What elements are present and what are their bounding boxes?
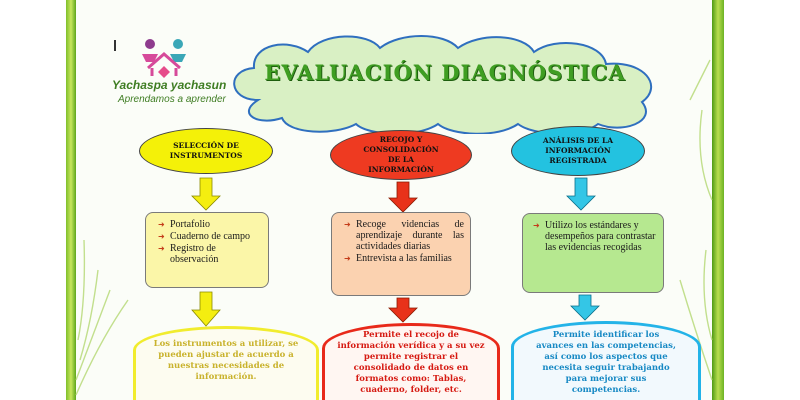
frame-right-border bbox=[712, 0, 724, 400]
list-item: Recoge videncias de aprendizaje durante … bbox=[344, 219, 464, 252]
instruments-conclusion: Los instrumentos a utilizar, se pueden a… bbox=[133, 326, 319, 400]
frame-left-border bbox=[66, 0, 76, 400]
list-item: Portafolio bbox=[158, 219, 262, 230]
list-item: Registro de observación bbox=[158, 243, 262, 265]
arrow-down-icon bbox=[566, 177, 596, 211]
logo-name: Yachaspa yachasun bbox=[112, 78, 227, 92]
instruments-list: Portafolio Cuaderno de campo Registro de… bbox=[158, 219, 262, 265]
instruments-box: Portafolio Cuaderno de campo Registro de… bbox=[145, 212, 269, 288]
list-item: Utilizo los estándares y desempeños para… bbox=[533, 220, 657, 253]
heading-oval-collection: RECOJO Y CONSOLIDACIÓN DE LA INFORMACIÓN bbox=[330, 130, 472, 180]
list-item: Cuaderno de campo bbox=[158, 231, 262, 242]
title-cloud bbox=[233, 35, 653, 134]
heading-collection: RECOJO Y CONSOLIDACIÓN DE LA INFORMACIÓN bbox=[363, 135, 439, 174]
arrow-down-icon bbox=[388, 297, 418, 323]
arrow-down-icon bbox=[191, 291, 221, 327]
family-logo-icon bbox=[142, 39, 186, 78]
logo-tagline: Aprendamos a aprender bbox=[118, 94, 226, 105]
collection-list: Recoge videncias de aprendizaje durante … bbox=[344, 219, 464, 264]
analysis-conclusion: Permite identificar los avances en las c… bbox=[511, 321, 701, 400]
arrow-down-icon bbox=[191, 177, 221, 211]
margin-right bbox=[724, 0, 800, 400]
heading-analysis: ANÁLISIS DE LA INFORMACIÓN REGISTRADA bbox=[542, 136, 614, 165]
text-cursor bbox=[114, 40, 116, 51]
heading-selection: SELECCIÓN DE INSTRUMENTOS bbox=[169, 141, 243, 160]
collection-box: Recoge videncias de aprendizaje durante … bbox=[331, 212, 471, 296]
heading-oval-selection: SELECCIÓN DE INSTRUMENTOS bbox=[139, 128, 273, 174]
margin-left bbox=[0, 0, 66, 400]
list-item: Entrevista a las familias bbox=[344, 253, 464, 264]
diagram-title: EVALUACIÓN DIAGNÓSTICA bbox=[264, 60, 626, 85]
analysis-box: Utilizo los estándares y desempeños para… bbox=[522, 213, 664, 293]
heading-oval-analysis: ANÁLISIS DE LA INFORMACIÓN REGISTRADA bbox=[511, 126, 645, 176]
arrow-down-icon bbox=[570, 294, 600, 321]
collection-conclusion: Permite el recojo de información verídic… bbox=[322, 323, 500, 400]
arrow-down-icon bbox=[388, 181, 418, 213]
